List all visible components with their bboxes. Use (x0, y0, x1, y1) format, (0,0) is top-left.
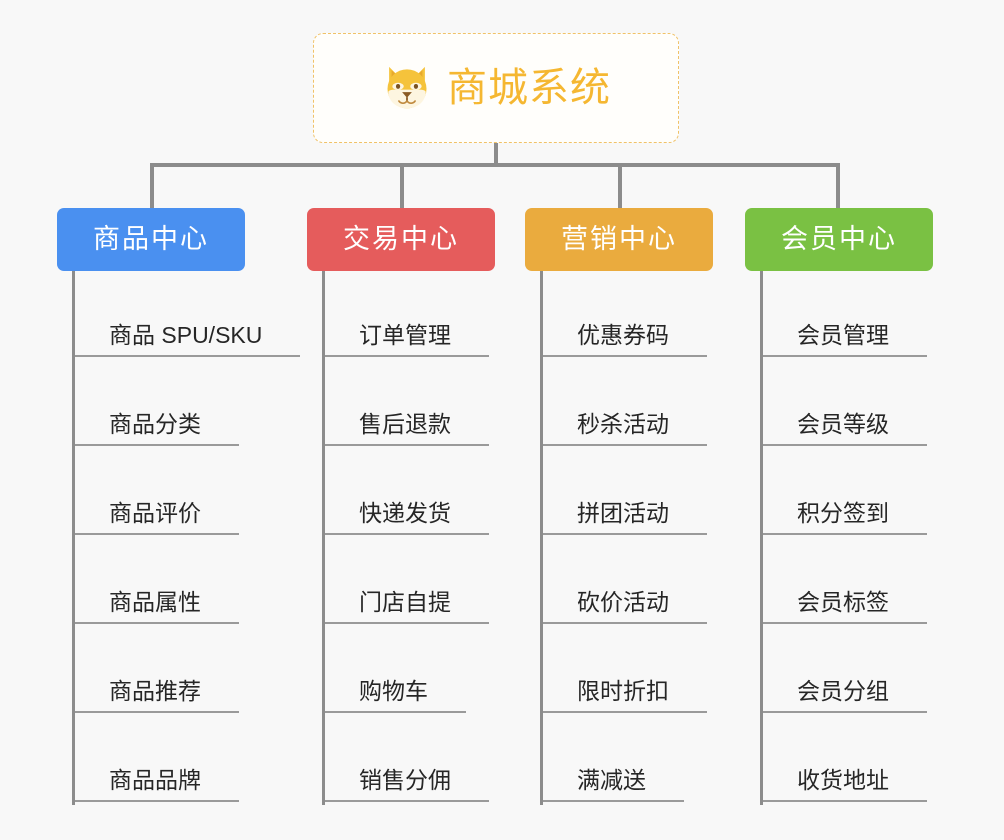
list-item[interactable]: 秒杀活动 (543, 360, 713, 449)
list-item[interactable]: 会员分组 (763, 627, 933, 716)
branch-header-label: 会员中心 (781, 224, 897, 254)
list-item-label: 积分签到 (763, 499, 927, 535)
branch-product-center: 商品中心 商品 SPU/SKU 商品分类 商品评价 商品属性 商品推荐 商品品牌 (57, 208, 301, 805)
list-item-label: 门店自提 (325, 588, 489, 624)
list-item[interactable]: 收货地址 (763, 716, 933, 805)
connector-root-stem (494, 143, 498, 165)
list-item-label: 会员管理 (763, 321, 927, 357)
list-item-label: 拼团活动 (543, 499, 707, 535)
list-item[interactable]: 订单管理 (325, 271, 495, 360)
list-item-label: 砍价活动 (543, 588, 707, 624)
shiba-dog-face-icon (387, 66, 427, 109)
root-node-title: 商城系统 (447, 66, 611, 110)
list-item[interactable]: 会员管理 (763, 271, 933, 360)
list-item[interactable]: 商品品牌 (75, 716, 245, 805)
list-item[interactable]: 商品属性 (75, 538, 245, 627)
connector-drop-trade-center (400, 163, 404, 208)
connector-drop-member-center (836, 163, 840, 208)
list-item-label: 商品属性 (75, 588, 239, 624)
list-item[interactable]: 快递发货 (325, 449, 495, 538)
list-item[interactable]: 销售分佣 (325, 716, 495, 805)
list-item[interactable]: 积分签到 (763, 449, 933, 538)
list-item[interactable]: 商品推荐 (75, 627, 245, 716)
root-node-shop-system[interactable]: 商城系统 (313, 33, 679, 143)
list-item[interactable]: 限时折扣 (543, 627, 713, 716)
list-item-label: 会员等级 (763, 410, 927, 446)
list-item[interactable]: 优惠券码 (543, 271, 713, 360)
list-item[interactable]: 商品 SPU/SKU (75, 271, 301, 360)
list-item-label: 售后退款 (325, 410, 489, 446)
list-item-label: 销售分佣 (325, 766, 489, 802)
branch-items-member-center: 会员管理 会员等级 积分签到 会员标签 会员分组 收货地址 (760, 271, 933, 805)
list-item-label: 订单管理 (325, 321, 489, 357)
branch-items-marketing-center: 优惠券码 秒杀活动 拼团活动 砍价活动 限时折扣 满减送 (540, 271, 713, 805)
connector-horizontal-bus (150, 163, 839, 167)
list-item-label: 秒杀活动 (543, 410, 707, 446)
list-item[interactable]: 门店自提 (325, 538, 495, 627)
list-item[interactable]: 购物车 (325, 627, 495, 716)
list-item-label: 优惠券码 (543, 321, 707, 357)
list-item-label: 商品评价 (75, 499, 239, 535)
branch-header-label: 商品中心 (93, 224, 209, 254)
list-item-label: 商品推荐 (75, 677, 239, 713)
branch-items-product-center: 商品 SPU/SKU 商品分类 商品评价 商品属性 商品推荐 商品品牌 (72, 271, 301, 805)
branch-header-trade-center[interactable]: 交易中心 (307, 208, 495, 271)
list-item-label: 商品品牌 (75, 766, 239, 802)
list-item-label: 会员分组 (763, 677, 927, 713)
list-item-label: 商品 SPU/SKU (75, 321, 301, 357)
branch-items-trade-center: 订单管理 售后退款 快递发货 门店自提 购物车 销售分佣 (322, 271, 495, 805)
branch-header-member-center[interactable]: 会员中心 (745, 208, 933, 271)
list-item[interactable]: 商品分类 (75, 360, 245, 449)
list-item[interactable]: 会员等级 (763, 360, 933, 449)
list-item-label: 购物车 (325, 677, 466, 713)
list-item[interactable]: 砍价活动 (543, 538, 713, 627)
connector-drop-product-center (150, 163, 154, 208)
list-item-label: 会员标签 (763, 588, 927, 624)
branch-header-marketing-center[interactable]: 营销中心 (525, 208, 713, 271)
list-item-label: 满减送 (543, 766, 684, 802)
list-item[interactable]: 商品评价 (75, 449, 245, 538)
connector-drop-marketing-center (618, 163, 622, 208)
list-item[interactable]: 满减送 (543, 716, 713, 805)
branch-header-label: 交易中心 (343, 224, 459, 254)
branch-header-label: 营销中心 (561, 224, 677, 254)
branch-trade-center: 交易中心 订单管理 售后退款 快递发货 门店自提 购物车 销售分佣 (307, 208, 495, 805)
list-item-label: 限时折扣 (543, 677, 707, 713)
branch-marketing-center: 营销中心 优惠券码 秒杀活动 拼团活动 砍价活动 限时折扣 满减送 (525, 208, 713, 805)
list-item[interactable]: 会员标签 (763, 538, 933, 627)
list-item-label: 快递发货 (325, 499, 489, 535)
list-item[interactable]: 售后退款 (325, 360, 495, 449)
list-item-label: 商品分类 (75, 410, 239, 446)
branch-header-product-center[interactable]: 商品中心 (57, 208, 245, 271)
branch-member-center: 会员中心 会员管理 会员等级 积分签到 会员标签 会员分组 收货地址 (745, 208, 933, 805)
list-item-label: 收货地址 (763, 766, 927, 802)
list-item[interactable]: 拼团活动 (543, 449, 713, 538)
